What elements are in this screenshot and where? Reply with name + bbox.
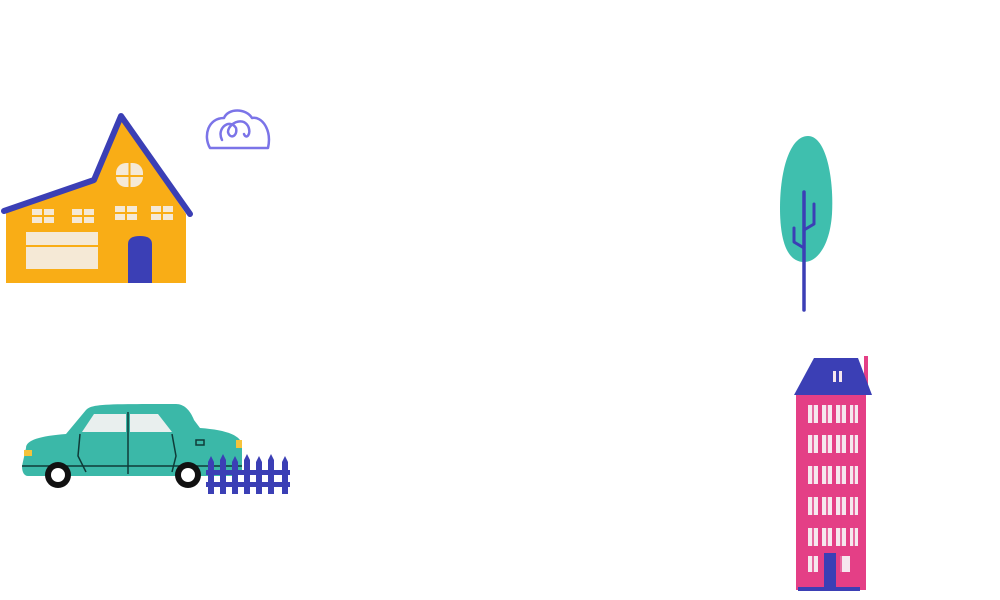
tree-icon	[780, 136, 833, 312]
building-icon	[794, 356, 872, 591]
cloud-icon	[205, 109, 271, 150]
fence-icon	[206, 454, 290, 494]
car-icon	[22, 404, 242, 488]
house-icon	[1, 113, 193, 283]
